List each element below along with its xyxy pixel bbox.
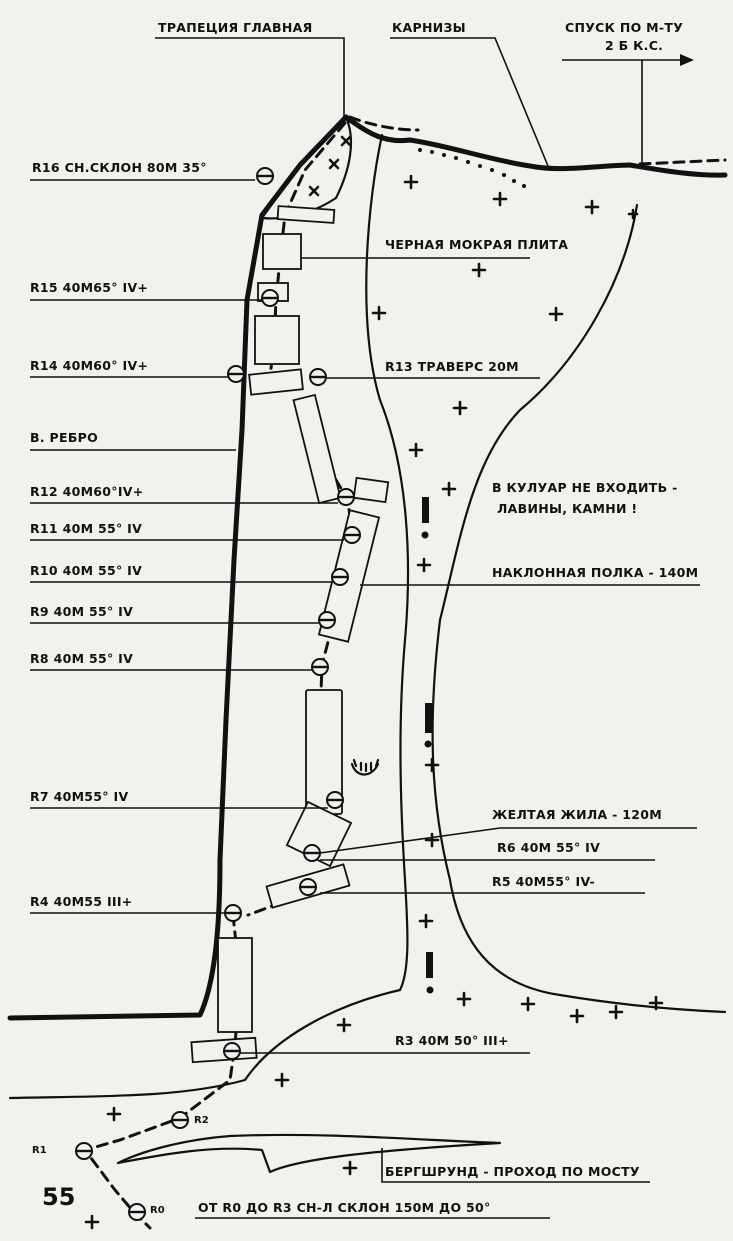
anchor-r8 xyxy=(311,658,329,676)
anchor-r14 xyxy=(227,365,245,383)
summit-cornice-line xyxy=(343,114,728,178)
cornice-dots xyxy=(418,148,526,188)
page-number: 55 xyxy=(42,1183,75,1211)
label-r13: R13 ТРАВЕРС 20М xyxy=(385,359,519,374)
anchor-r11 xyxy=(343,526,361,544)
label-black-slab: ЧЕРНАЯ МОКРАЯ ПЛИТА xyxy=(385,237,568,252)
anchor-r16 xyxy=(256,167,274,185)
label-r10: R10 40М 55° IV xyxy=(30,563,142,578)
label-descent-line2: 2 Б К.С. xyxy=(605,38,663,53)
label-r1: R1 xyxy=(32,1145,47,1156)
anchor-r10 xyxy=(331,568,349,586)
label-sloping-shelf: НАКЛОННАЯ ПОЛКА - 140М xyxy=(492,565,698,580)
label-r0: R0 xyxy=(150,1205,165,1216)
label-r5: R5 40М55° IV- xyxy=(492,874,595,889)
label-r8: R8 40М 55° IV xyxy=(30,651,133,666)
route-upper-pitches xyxy=(268,121,347,382)
anchor-markers xyxy=(75,167,361,1221)
label-r2: R2 xyxy=(194,1115,209,1126)
route-lower-pitches xyxy=(82,913,242,1230)
leader-lines xyxy=(30,37,700,1219)
label-r4: R4 40М55 III+ xyxy=(30,894,133,909)
bergschrund-shape xyxy=(116,1133,502,1174)
snow-markers xyxy=(84,135,664,1230)
label-r16: R16 СН.СКЛОН 80М 35° xyxy=(32,160,207,175)
label-yellow-vein: ЖЕЛТАЯ ЖИЛА - 120М xyxy=(492,807,662,822)
label-r9: R9 40М 55° IV xyxy=(30,604,133,619)
anchor-r2 xyxy=(171,1111,189,1129)
anchor-r15 xyxy=(261,289,279,307)
anchor-r1 xyxy=(75,1142,93,1160)
label-trapezia: ТРАПЕЦИЯ ГЛАВНАЯ xyxy=(158,20,313,35)
route-descent xyxy=(638,158,727,166)
label-r6: R6 40М 55° IV xyxy=(497,840,600,855)
label-r14: R14 40М60° IV+ xyxy=(30,358,148,373)
piton-fan-icon xyxy=(350,758,380,776)
anchor-r13 xyxy=(309,368,327,386)
anchor-r0 xyxy=(128,1203,146,1221)
rockfall-markers xyxy=(421,497,434,994)
label-r7: R7 40М55° IV xyxy=(30,789,128,804)
anchor-r4 xyxy=(224,904,242,922)
label-r12: R12 40М60°IV+ xyxy=(30,484,144,499)
anchor-r7 xyxy=(326,791,344,809)
anchor-r5 xyxy=(299,878,317,896)
label-r15: R15 40М65° IV+ xyxy=(30,280,148,295)
anchor-r9 xyxy=(318,611,336,629)
label-r0-r3: ОТ R0 ДО R3 СН-Л СКЛОН 150М ДО 50° xyxy=(198,1200,491,1215)
label-v-rebro: В. РЕБРО xyxy=(30,430,98,445)
anchor-r6 xyxy=(303,844,321,862)
label-warning-line2: ЛАВИНЫ, КАМНИ ! xyxy=(497,501,637,516)
slab-blocks xyxy=(190,205,390,1064)
anchor-r3 xyxy=(223,1042,241,1060)
anchor-r12 xyxy=(337,488,355,506)
label-descent-line1: СПУСК ПО М-ТУ xyxy=(565,20,683,35)
label-r3: R3 40М 50° III+ xyxy=(395,1033,509,1048)
couloir-right-line xyxy=(431,203,727,1014)
label-karnizy: КАРНИЗЫ xyxy=(392,20,466,35)
label-r11: R11 40М 55° IV xyxy=(30,521,142,536)
couloir-left-line xyxy=(8,133,410,1100)
label-warning-line1: В КУЛУАР НЕ ВХОДИТЬ - xyxy=(492,480,678,495)
label-bergschrund: БЕРГШРУНД - ПРОХОД ПО МОСТУ xyxy=(385,1164,640,1179)
route-upper-ridge xyxy=(348,115,420,132)
